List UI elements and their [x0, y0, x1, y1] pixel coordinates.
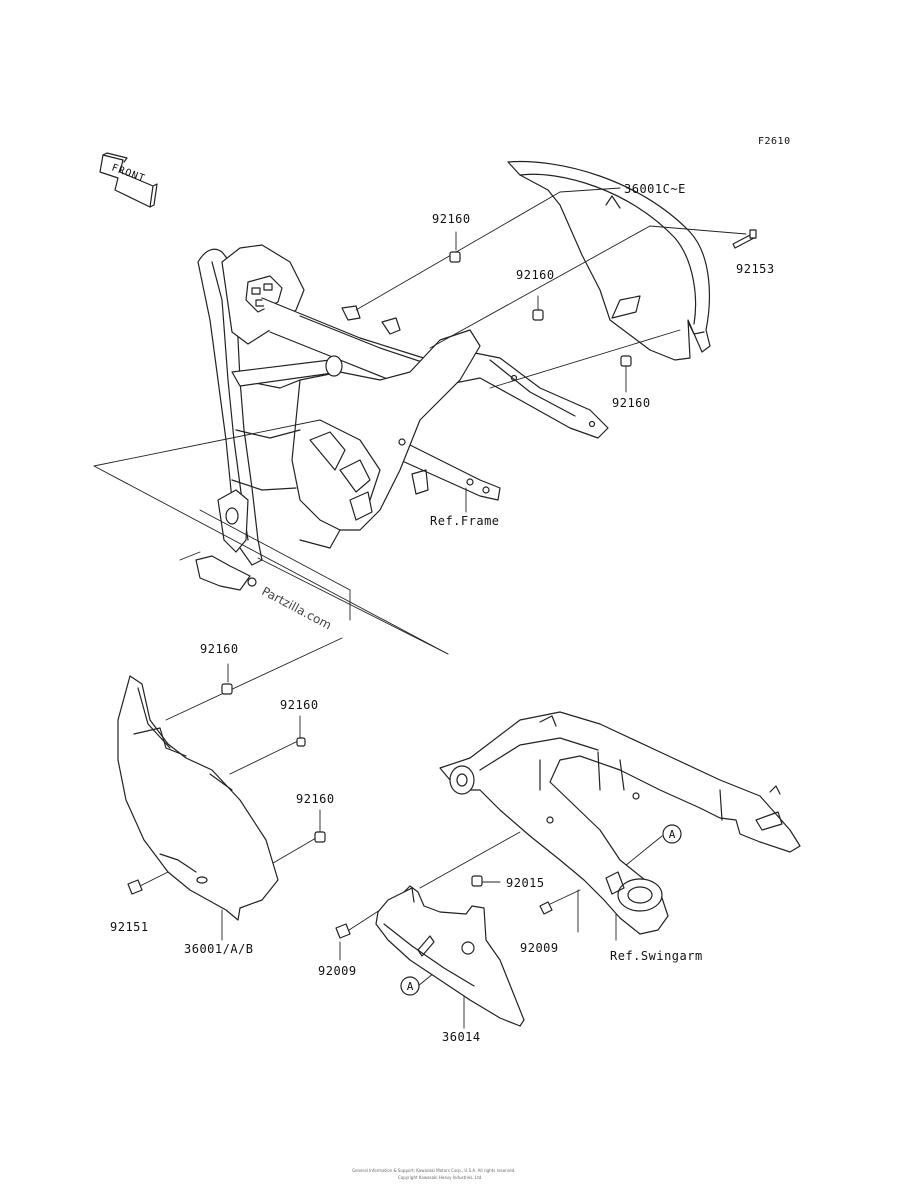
callout-a-label-1: A	[669, 828, 676, 841]
frame	[195, 244, 609, 591]
label-92160-a: 92160	[432, 212, 471, 226]
grommet-icons	[221, 251, 632, 887]
label-92009-b: 92009	[318, 964, 357, 978]
label-36014: 36014	[442, 1030, 481, 1044]
label-92160-b: 92160	[516, 268, 555, 282]
label-92160-c: 92160	[612, 396, 651, 410]
label-36001c-e: 36001C~E	[624, 182, 686, 196]
label-92009-a: 92009	[520, 941, 559, 955]
label-92160-e: 92160	[280, 698, 319, 712]
right-side-cover	[507, 160, 711, 361]
swingarm	[439, 711, 801, 935]
label-36001-ab: 36001/A/B	[184, 942, 254, 956]
label-92151: 92151	[110, 920, 149, 934]
front-arrow-icon	[99, 152, 158, 208]
callout-a	[400, 824, 682, 996]
left-side-cover	[117, 675, 279, 921]
leader-lines	[93, 187, 747, 1029]
callout-a-label-2: A	[407, 980, 414, 993]
footer-line-2: Copyright Kawasaki Heavy Industries, Ltd…	[398, 1175, 483, 1180]
label-92015: 92015	[506, 876, 545, 890]
label-92160-f: 92160	[296, 792, 335, 806]
label-92153: 92153	[736, 262, 775, 276]
label-ref-frame: Ref.Frame	[430, 514, 500, 528]
footer-line-1: General Information & Support: Kawasaki …	[352, 1168, 516, 1173]
label-ref-swingarm: Ref.Swingarm	[610, 949, 703, 963]
figure-code: F2610	[758, 136, 791, 147]
chain-guard	[375, 885, 525, 1027]
screw-icons	[127, 879, 553, 939]
label-92160-d: 92160	[200, 642, 239, 656]
bolt-icon	[732, 229, 757, 249]
